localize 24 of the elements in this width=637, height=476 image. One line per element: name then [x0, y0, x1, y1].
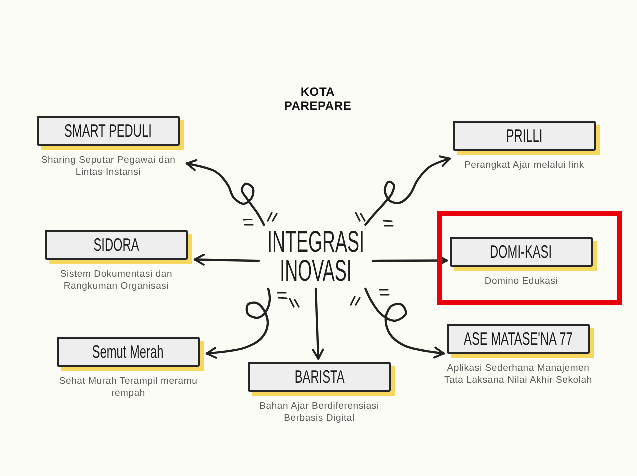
- arrow: [194, 254, 260, 266]
- arrow: [372, 254, 448, 267]
- curly-arrow: [206, 288, 272, 359]
- innovation-name: PRILLI: [506, 126, 543, 146]
- description-text: Domino Edukasi: [484, 276, 558, 287]
- curly-arrow: [186, 159, 266, 226]
- innovation-name: DOMI-KASI: [490, 242, 553, 262]
- curly-arrow: [364, 288, 446, 359]
- innovation-name: Semut Merah: [92, 342, 164, 362]
- description-text: Perangkat Ajar melalui link: [464, 160, 585, 171]
- innovation-name: BARISTA: [294, 367, 344, 387]
- description-text: Bahan Ajar Berdiferensiasi Berbasis Digital: [260, 401, 380, 424]
- highlight-frame: [437, 211, 622, 305]
- description-text: Aplikasi Sederhana Manajemen Tata Laksana Nilai Akhir Sekolah: [444, 363, 592, 386]
- innovation-name: SMART PEDULI: [64, 121, 152, 141]
- description-text: Sistem Dokumentasi dan Rangkuman Organisasi: [60, 269, 173, 292]
- innovation-name: SIDORA: [94, 235, 140, 255]
- innovation-name: ASE MATASE'NA 77: [464, 329, 573, 349]
- curly-arrow: [364, 156, 452, 226]
- central-title: INTEGRASI INOVASI: [266, 228, 366, 286]
- description-text: Sehat Murah Terampil meramu rempah: [59, 376, 198, 398]
- place-name: KOTA PAREPARE: [284, 85, 352, 113]
- arrow: [312, 288, 324, 360]
- description-text: Sharing Seputar Pegawai dan Lintas Instansi: [41, 155, 176, 178]
